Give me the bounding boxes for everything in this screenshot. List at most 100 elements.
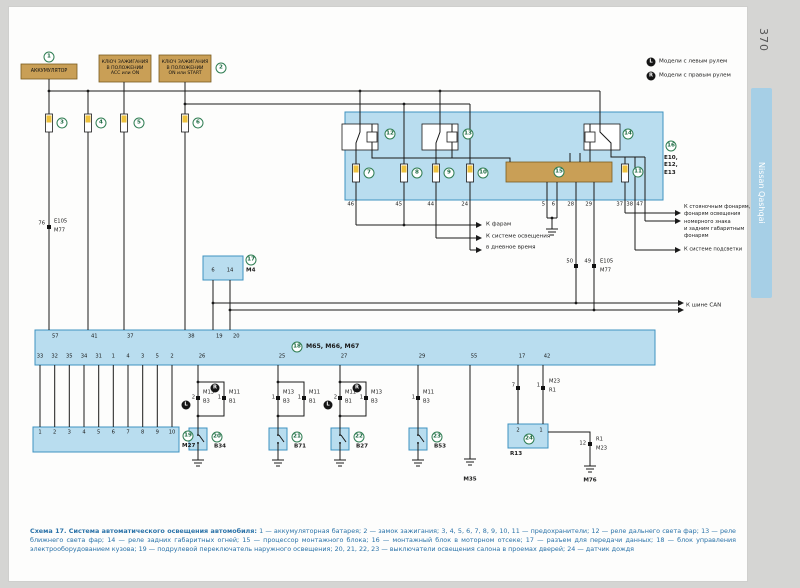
connector-pin: 76 [38, 220, 45, 227]
rain-sensor-num-circle: 24 [523, 433, 535, 445]
door-conn-pin: 2 [191, 394, 195, 401]
engine-pin: 37 [616, 201, 623, 208]
door-conn-label: M11 [309, 389, 321, 396]
engine-pin: 29 [585, 201, 592, 208]
fuse-6-circle: 6 [192, 117, 204, 129]
ignition-num-circle: 2 [215, 62, 227, 74]
relay-13-coil [446, 131, 458, 143]
rain-sensor-label: R13 [510, 451, 523, 457]
door-switch-num-circle: 23 [431, 431, 443, 443]
connector-label: E105 [600, 258, 614, 265]
door-conn-label: M13 [371, 389, 383, 396]
m27-pin: 10 [168, 429, 176, 436]
annotation-to-headlamps: К фарам [486, 221, 512, 228]
door-conn-label: M11 [229, 389, 241, 396]
door-switch-label: B34 [213, 443, 227, 450]
m27-box [32, 426, 180, 453]
relay-14-coil [584, 131, 596, 143]
m27-pin: 9 [155, 429, 159, 436]
bcm-bottom-pin: 35 [65, 353, 73, 360]
page-number: 370 [757, 28, 770, 52]
door-switch-label: B53 [433, 443, 447, 450]
bcm-bottom-pin: 31 [95, 353, 102, 360]
rhd-marker-icon: R [210, 383, 220, 393]
bcm-bar [34, 329, 656, 366]
bcm-bottom-pin: 4 [126, 353, 130, 360]
fuse-4-circle: 4 [95, 117, 107, 129]
bcm-bottom-pin: 32 [51, 353, 58, 360]
door-conn-label: M13 [283, 389, 295, 396]
fuse-7-circle: 7 [363, 167, 375, 179]
relay-12-coil [366, 131, 378, 143]
m27-num-circle: 19 [182, 430, 194, 442]
door-switch-label: B27 [355, 443, 369, 450]
door-conn-pin: 1 [359, 394, 363, 401]
door-conn-label: B1 [309, 398, 316, 405]
lhd-legend-label: Модели с левым рулем [659, 58, 728, 65]
door-conn-pin: 1 [297, 394, 301, 401]
engine-pin: 28 [567, 201, 574, 208]
fuse-3-circle: 3 [56, 117, 68, 129]
annotation-to-can-bus: К шине CAN [686, 302, 722, 309]
battery-num-circle: 1 [43, 51, 55, 63]
fuse-11-circle: 11 [632, 166, 644, 178]
caption-lead: Схема 17. Система автоматического освеще… [30, 527, 257, 535]
fuse-8-circle: 8 [411, 167, 423, 179]
rain-conn-label: M23 [549, 378, 561, 385]
annotation-to-parking-lamps: К стояночным фонарям, фонарям освещения … [684, 204, 751, 240]
bcm-num-circle: 18 [291, 341, 303, 353]
connector-label: M77 [54, 227, 66, 234]
bcm-bottom-pin: 1 [111, 353, 115, 360]
bcm-top-pin: 20 [233, 333, 240, 340]
bcm-bottom-pin: 27 [340, 353, 348, 360]
m27-pin: 7 [126, 429, 130, 436]
m27-pin: 6 [111, 429, 115, 436]
rain-box-pin: 1 [539, 427, 543, 434]
engine-pin: 47 [636, 201, 643, 208]
relay-13-circle: 13 [462, 128, 474, 140]
bcm-label: M65, M66, M67 [306, 342, 360, 350]
relay-14-circle: 14 [622, 128, 634, 140]
caption-body: 1 — аккумуляторная батарея; 2 — замок за… [30, 527, 736, 554]
connector-pin: 50 [566, 258, 573, 265]
door-conn-pin: 2 [333, 394, 337, 401]
door-switch-num-circle: 22 [353, 431, 365, 443]
engine-pin: 38 [626, 201, 633, 208]
connector-pin: 49 [584, 258, 591, 265]
door-conn-label: B3 [283, 398, 290, 405]
rain-conn-label: R1 [549, 387, 556, 394]
bcm-top-pin: 41 [91, 333, 98, 340]
m4-pin: 14 [226, 267, 234, 274]
bcm-bottom-pin: 26 [198, 353, 206, 360]
bcm-bottom-pin: 29 [418, 353, 426, 360]
m35-ground-label: M35 [463, 476, 477, 483]
rain-conn-pin: 1 [536, 382, 540, 389]
bcm-top-pin: 37 [127, 333, 134, 340]
lhd-marker-icon: L [181, 400, 191, 410]
rain-gnd-pin: 12 [579, 440, 586, 447]
bcm-bottom-pin: 2 [170, 353, 174, 360]
bcm-bottom-pin: 55 [470, 353, 478, 360]
rhd-legend-icon: R [646, 71, 656, 81]
bcm-bottom-pin: 42 [543, 353, 551, 360]
annotation-to-drl: К системе освещения [486, 233, 551, 240]
engine-pin: 44 [427, 201, 434, 208]
rhd-marker-icon: R [352, 383, 362, 393]
door-conn-label: M11 [345, 389, 357, 396]
m27-pin: 8 [141, 429, 145, 436]
m27-pin: 5 [97, 429, 101, 436]
bcm-bottom-pin: 5 [155, 353, 159, 360]
lhd-legend-icon: L [646, 57, 656, 67]
bcm-bottom-pin: 17 [518, 353, 526, 360]
battery-label: АККУМУЛЯТОР [30, 69, 68, 74]
door-switch-num-circle: 20 [211, 431, 223, 443]
rain-box-pin: 2 [516, 427, 520, 434]
fuse-5-circle: 5 [133, 117, 145, 129]
door-conn-label: M13 [203, 389, 215, 396]
engine-box-codes: E10, E12, E13 [664, 155, 678, 176]
door-conn-pin: 1 [217, 394, 221, 401]
door-switch-label: B71 [293, 443, 307, 450]
ignition-start-label: КЛЮЧ ЗАЖИГАНИЯ В ПОЛОЖЕНИИ ON или START [161, 60, 209, 77]
